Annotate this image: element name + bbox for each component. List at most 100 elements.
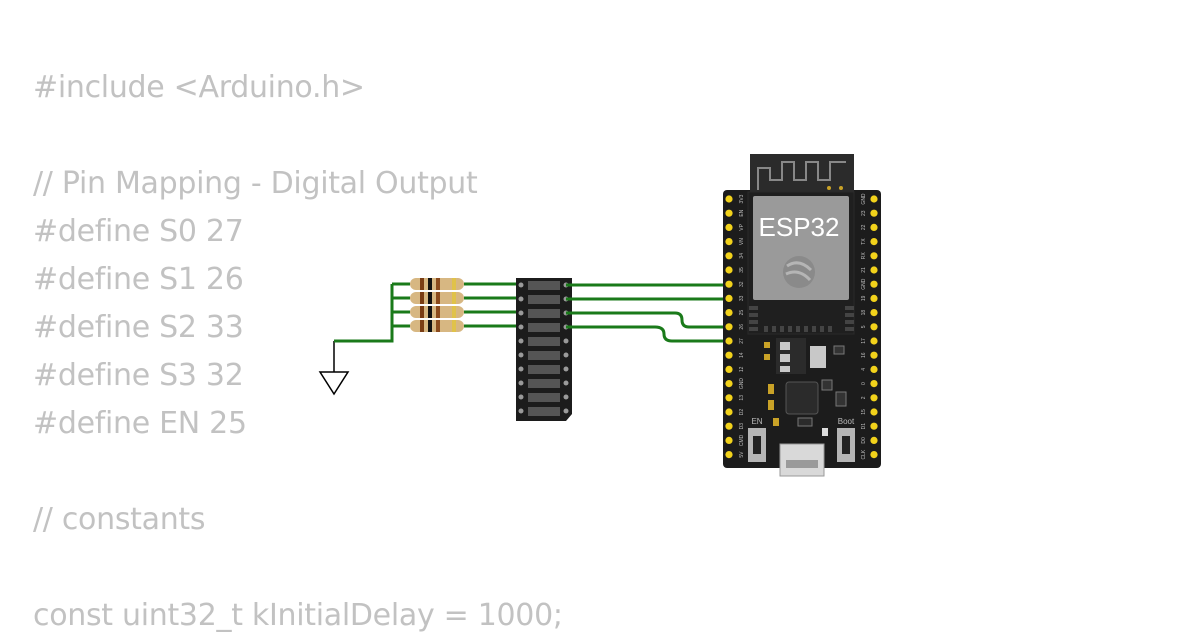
right-pin-label: 21 [861,267,867,273]
left-pin-header[interactable]: 3V3ENVPVN343532332526271412GND13D2D3CMD5… [725,194,745,459]
left-pin-label: EN [739,209,745,216]
resistor-array[interactable] [410,278,464,332]
ground-wire[interactable] [334,282,410,343]
right-pin[interactable] [870,337,878,345]
boot-label: Boot [838,417,855,426]
mux-chip[interactable] [516,278,572,421]
left-pin[interactable] [725,365,733,373]
left-pin[interactable] [725,309,733,317]
resistor-to-header-wires[interactable] [464,282,520,328]
left-pin[interactable] [725,195,733,203]
right-pin[interactable] [870,195,878,203]
right-pin[interactable] [870,351,878,359]
resistor[interactable] [410,278,464,290]
left-pin-label: 32 [739,281,745,287]
right-pin[interactable] [870,365,878,373]
left-pin[interactable] [725,380,733,388]
esp32-board[interactable]: ESP32 EN Boot [723,154,881,477]
espressif-logo-icon [785,261,813,282]
right-pin-label: GND [861,278,867,290]
right-pin[interactable] [870,223,878,231]
left-pin-label: 26 [739,324,745,330]
right-pin-label: TX [861,238,867,245]
boot-button[interactable] [837,428,855,462]
code-editor: #include <Arduino.h> // Pin Mapping - Di… [33,64,633,640]
right-pin[interactable] [870,280,878,288]
left-pin[interactable] [725,451,733,459]
right-pin[interactable] [870,380,878,388]
left-pin[interactable] [725,266,733,274]
left-pin-label: VP [739,223,745,230]
left-pin-label: 3V3 [739,194,745,203]
right-pin-label: 23 [861,210,867,216]
right-pin[interactable] [870,323,878,331]
left-pin[interactable] [725,408,733,416]
esp32-label: ESP32 [759,212,840,242]
left-pin[interactable] [725,238,733,246]
right-pin[interactable] [870,209,878,217]
left-pin[interactable] [725,323,733,331]
code-line: // Pin Mapping - Digital Output [33,166,478,201]
code-line: #define S3 32 [33,358,244,393]
left-pin[interactable] [725,337,733,345]
left-pin-label: 14 [739,352,745,358]
left-pin-label: 12 [739,366,745,372]
left-pin-label: D3 [739,423,745,430]
left-pin-label: 13 [739,395,745,401]
right-pin-label: D1 [861,423,867,430]
right-pin[interactable] [870,266,878,274]
left-pin[interactable] [725,351,733,359]
left-pin[interactable] [725,280,733,288]
right-pin-label: 0 [861,382,867,385]
right-pin-label: 19 [861,295,867,301]
right-pin[interactable] [870,451,878,459]
resistor[interactable] [410,292,464,304]
left-pin[interactable] [725,422,733,430]
left-pin[interactable] [725,394,733,402]
right-pin[interactable] [870,422,878,430]
left-pin-label: 34 [739,253,745,259]
code-line: #include <Arduino.h> [33,70,365,105]
ground-symbol[interactable] [318,341,350,396]
right-pin-label: CLK [861,449,867,459]
right-pin-label: 5 [861,325,867,328]
left-pin[interactable] [725,209,733,217]
right-pin[interactable] [870,436,878,444]
code-line: #define S0 27 [33,214,244,249]
right-pin[interactable] [870,309,878,317]
en-button[interactable] [748,428,766,462]
left-pin-label: GND [739,378,745,390]
right-pin[interactable] [870,238,878,246]
right-pin-label: GND [861,193,867,205]
code-line: #define EN 25 [33,406,247,441]
right-pin-label: 22 [861,224,867,230]
left-pin-label: 33 [739,295,745,301]
en-label: EN [751,417,762,426]
right-pin[interactable] [870,294,878,302]
right-pin-label: 4 [861,368,867,371]
code-line: const uint32_t kInitialDelay = 1000; [33,598,563,633]
left-pin-label: 25 [739,310,745,316]
right-pin[interactable] [870,394,878,402]
left-pin[interactable] [725,252,733,260]
code-line: // constants [33,502,206,537]
left-pin-label: CMD [739,434,745,446]
left-pin-label: 35 [739,267,745,273]
left-pin[interactable] [725,294,733,302]
usb-port[interactable] [779,443,825,477]
right-pin-label: D0 [861,437,867,444]
right-pin-label: RX [861,252,867,260]
left-pin-label: D2 [739,409,745,416]
left-pin-label: 27 [739,338,745,344]
left-pin-label: 5V [739,451,745,458]
right-pin-label: 18 [861,310,867,316]
left-pin[interactable] [725,436,733,444]
code-line: #define S2 33 [33,310,244,345]
header-to-esp32-wires[interactable] [566,283,729,343]
right-pin[interactable] [870,408,878,416]
right-pin[interactable] [870,252,878,260]
resistor[interactable] [410,320,464,332]
resistor[interactable] [410,306,464,318]
left-pin[interactable] [725,223,733,231]
